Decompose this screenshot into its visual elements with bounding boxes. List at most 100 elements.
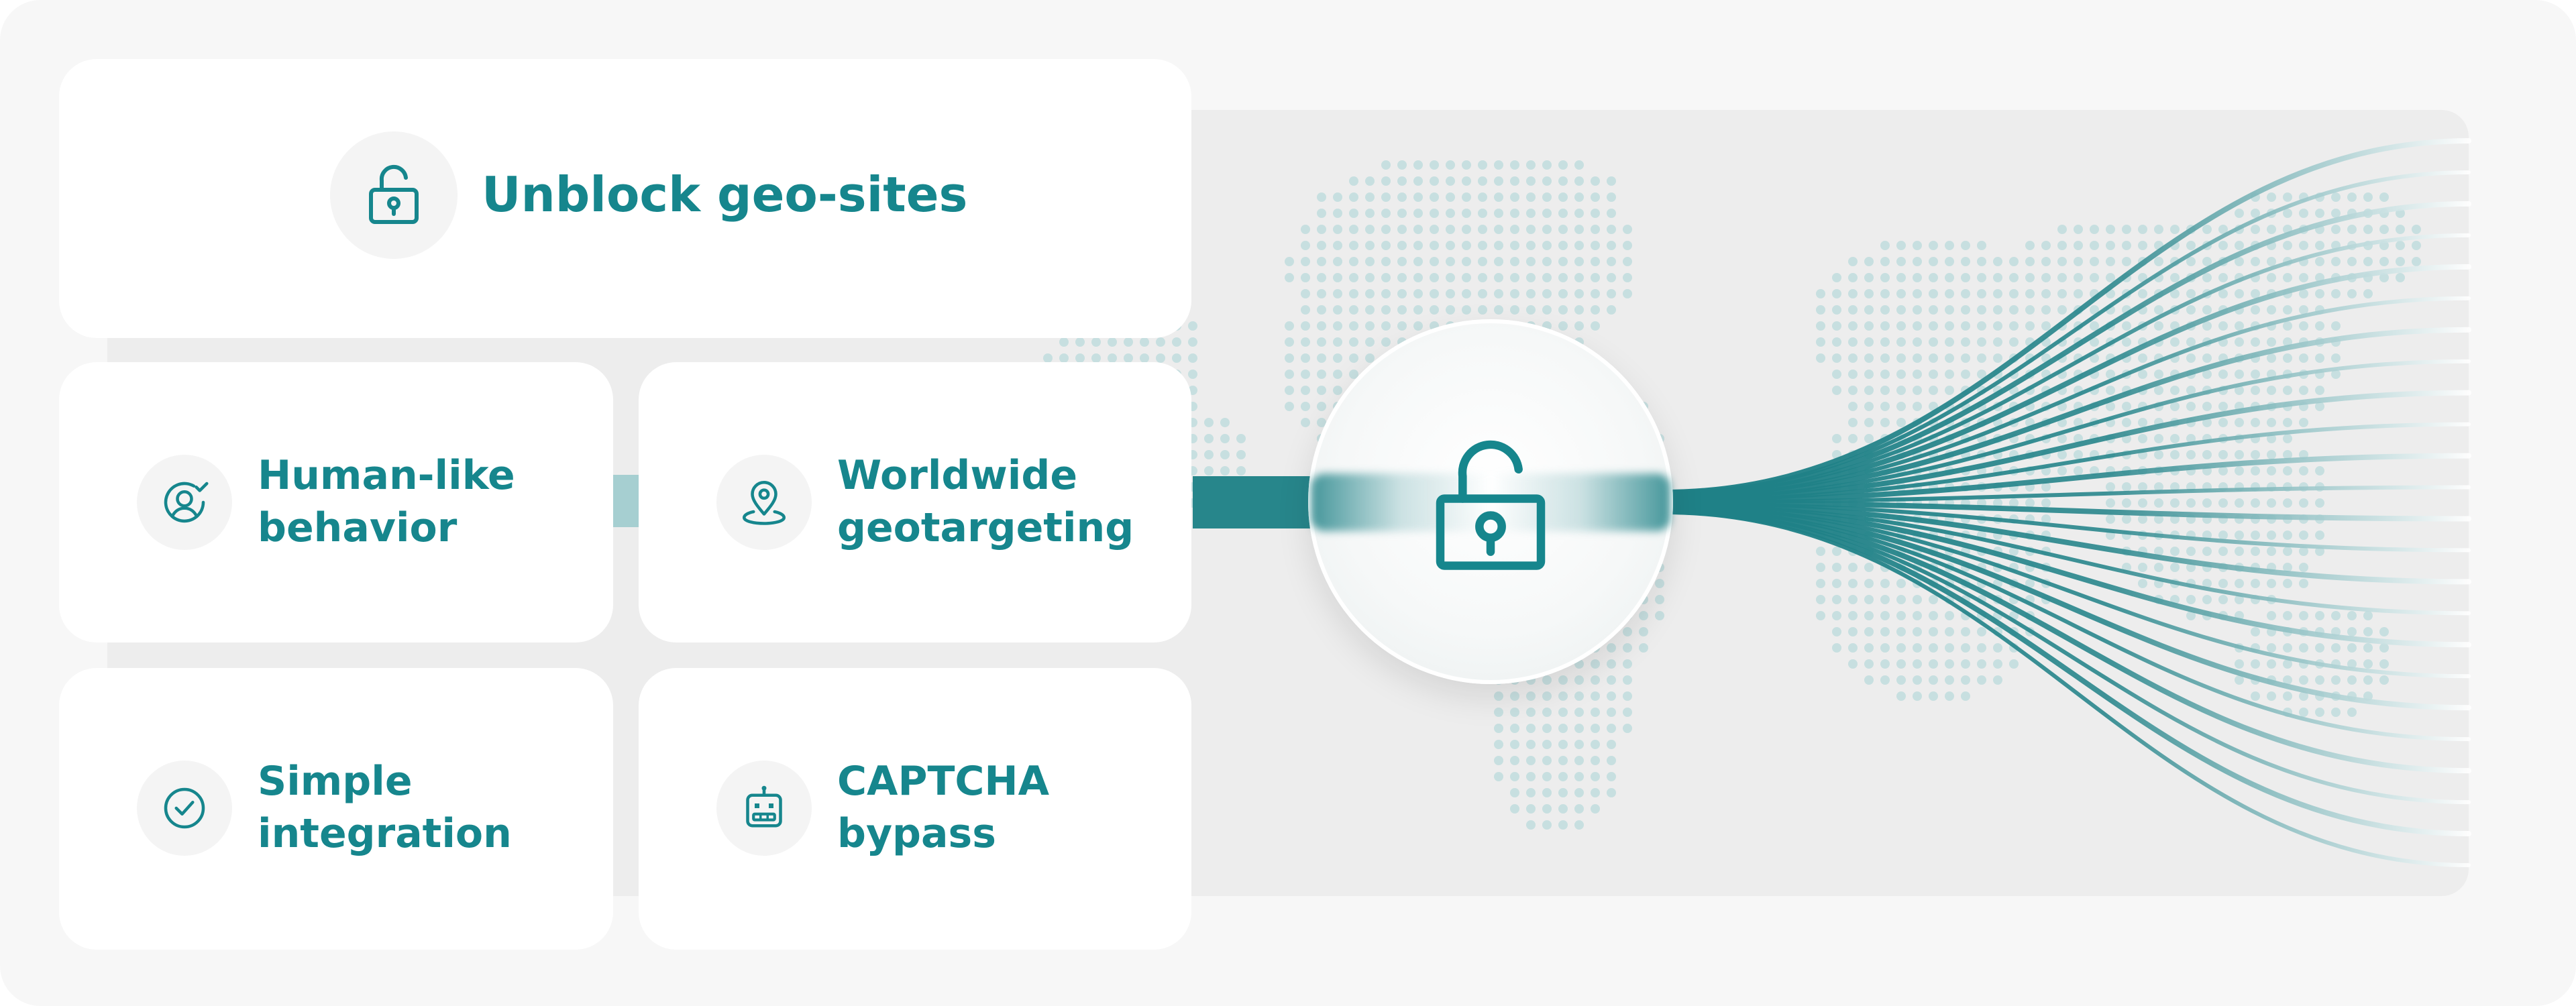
map-dot — [1285, 273, 1294, 282]
map-dot — [2251, 547, 2260, 556]
map-dot — [2267, 547, 2276, 556]
map-dot — [2218, 579, 2228, 588]
map-dot — [2122, 514, 2131, 524]
map-dot — [1864, 659, 1874, 669]
map-dot — [2363, 225, 2373, 234]
map-dot — [1832, 273, 1841, 282]
map-dot — [2138, 482, 2147, 492]
map-dot — [1542, 225, 1552, 234]
map-dot — [1607, 788, 1616, 797]
map-dot — [1204, 418, 1214, 427]
fiber-line — [1661, 327, 2471, 500]
map-dot — [2138, 418, 2147, 427]
map-dot — [1623, 627, 1632, 636]
map-dot — [2138, 498, 2147, 508]
map-dot — [1526, 225, 1536, 234]
map-dot — [2025, 321, 2035, 331]
map-dot — [2009, 547, 2019, 556]
map-dot — [1607, 772, 1616, 781]
map-dot — [1848, 353, 1858, 363]
map-dot — [1896, 337, 1906, 347]
map-dot — [2251, 225, 2260, 234]
map-dot — [1172, 353, 1181, 363]
map-dot — [2283, 337, 2292, 347]
map-dot — [2283, 466, 2292, 476]
fiber-line — [1661, 453, 2471, 504]
map-dot — [2041, 321, 2051, 331]
map-dot — [1333, 289, 1342, 298]
map-dot — [1945, 337, 1954, 347]
map-dot — [1607, 241, 1616, 250]
map-dot — [2170, 547, 2180, 556]
map-dot — [1542, 209, 1552, 218]
map-dot — [1108, 337, 1117, 347]
map-dot — [1526, 788, 1536, 797]
map-dot — [2283, 579, 2292, 588]
map-dot — [1896, 353, 1906, 363]
feature-title-line1: CAPTCHA — [837, 758, 1050, 805]
map-dot — [1494, 192, 1503, 202]
map-dot — [2186, 450, 2196, 459]
map-dot — [1462, 225, 1471, 234]
map-dot — [1317, 241, 1326, 250]
map-dot — [1848, 402, 1858, 411]
map-dot — [2412, 241, 2421, 250]
map-dot — [2235, 498, 2244, 508]
map-dot — [2202, 305, 2212, 315]
map-dot — [1397, 192, 1407, 202]
map-dot — [2331, 708, 2341, 717]
map-dot — [1542, 675, 1552, 685]
map-dot — [1542, 756, 1552, 765]
map-dot — [1462, 305, 1471, 315]
map-dot — [2267, 418, 2276, 427]
map-dot — [2106, 482, 2115, 492]
map-dot — [1574, 160, 1584, 170]
map-dot — [2122, 418, 2131, 427]
map-dot — [1993, 257, 2002, 266]
user-check-icon — [164, 482, 209, 523]
map-dot — [1285, 257, 1294, 266]
map-dot — [2202, 273, 2212, 282]
map-dot — [1929, 321, 1938, 331]
map-dot — [2138, 563, 2147, 572]
map-dot — [1333, 337, 1342, 347]
map-dot — [1574, 708, 1584, 717]
map-dot — [1188, 353, 1197, 363]
map-dot — [1977, 241, 1986, 250]
map-dot — [1945, 273, 1954, 282]
map-dot — [1607, 305, 1616, 315]
map-dot — [1413, 209, 1423, 218]
map-dot — [1365, 321, 1375, 331]
map-dot — [1333, 370, 1342, 379]
map-dot — [2074, 450, 2083, 459]
fiber-line — [1661, 503, 2471, 648]
map-dot — [1494, 756, 1503, 765]
map-dot — [1848, 305, 1858, 315]
map-dot — [2251, 498, 2260, 508]
map-dot — [2170, 563, 2180, 572]
map-dot — [2041, 482, 2051, 492]
map-dot — [1945, 305, 1954, 315]
map-dot — [1591, 756, 1600, 765]
map-dot — [1607, 643, 1616, 653]
map-dot — [1848, 595, 1858, 604]
map-dot — [1478, 289, 1487, 298]
map-dot — [1945, 675, 1954, 685]
map-dot — [1832, 563, 1841, 572]
map-dot — [2299, 643, 2308, 653]
map-dot — [1896, 611, 1906, 620]
map-dot — [1607, 289, 1616, 298]
map-dot — [2315, 466, 2324, 476]
map-dot — [2154, 547, 2163, 556]
map-dot — [2315, 402, 2324, 411]
fiber-line — [1662, 422, 2471, 502]
map-dot — [1864, 386, 1874, 395]
map-dot — [1510, 772, 1519, 781]
map-dot — [1494, 289, 1503, 298]
map-dot — [1494, 708, 1503, 717]
map-dot — [2299, 241, 2308, 250]
map-dot — [1365, 273, 1375, 282]
map-dot — [1591, 305, 1600, 315]
map-dot — [2347, 659, 2357, 669]
map-dot — [1880, 257, 1890, 266]
